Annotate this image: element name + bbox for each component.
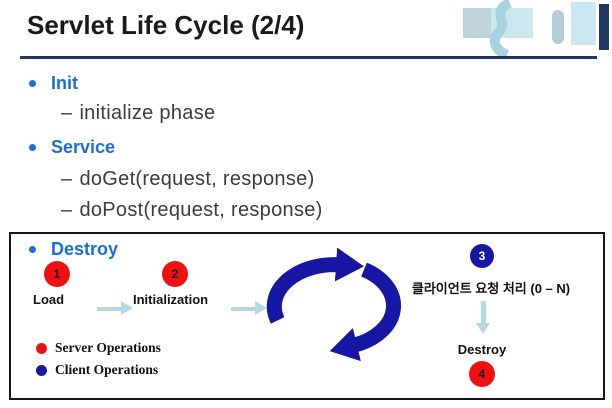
legend-server-operations: Server Operations <box>36 340 161 356</box>
bullet-label: Service <box>51 137 116 157</box>
bullet-icon <box>29 245 36 253</box>
dash-bullet: – <box>61 102 73 124</box>
dash-bullet: – <box>61 168 73 190</box>
right-arrow-icon <box>97 301 133 316</box>
legend-client-operations: Client Operations <box>36 362 158 378</box>
bullet-label: Init <box>51 73 78 93</box>
diagram-frame <box>9 232 605 400</box>
step-number: 3 <box>478 249 486 263</box>
step-3-badge: 3 <box>470 244 494 268</box>
step-number: 4 <box>478 367 486 381</box>
page-title: Servlet Life Cycle (2/4) <box>27 10 305 40</box>
right-arrow-icon <box>231 301 267 316</box>
step-4-label: Destroy <box>457 342 507 357</box>
step-number: 2 <box>171 267 179 281</box>
bullet-item-init: Init <box>29 71 78 95</box>
server-dot-icon <box>36 342 47 354</box>
down-arrow-icon <box>476 301 491 334</box>
bullet-item-destroy: Destroy <box>29 237 118 261</box>
step-2-label: Initialization <box>133 292 209 307</box>
sub-item-label: initialize phase <box>79 102 216 124</box>
sub-item-doget: – doGet(request, response) <box>61 166 315 192</box>
step-4-badge: 4 <box>469 361 495 387</box>
bullet-icon <box>29 143 36 151</box>
legend-label: Server Operations <box>55 340 161 355</box>
bullet-label: Destroy <box>51 239 119 259</box>
sub-item-dopost: – doPost(request, response) <box>61 197 323 223</box>
sub-item-initialize-phase: – initialize phase <box>61 100 215 126</box>
bullet-item-service: Service <box>29 135 115 159</box>
step-number: 1 <box>53 267 61 281</box>
step-1-badge: 1 <box>44 261 70 287</box>
legend-label: Client Operations <box>55 362 159 377</box>
cycle-arrows-icon <box>266 247 401 362</box>
sub-item-label: doGet(request, response) <box>79 168 315 190</box>
step-3-label: 클라이언트 요청 처리 (0 – N) <box>411 281 571 296</box>
sub-item-label: doPost(request, response) <box>79 199 323 221</box>
step-2-badge: 2 <box>162 261 188 287</box>
bullet-icon <box>29 79 36 87</box>
dash-bullet: – <box>61 199 73 221</box>
title-divider <box>20 56 597 59</box>
client-dot-icon <box>36 364 47 376</box>
step-1-label: Load <box>33 292 65 307</box>
org-logo-icon <box>463 0 609 58</box>
